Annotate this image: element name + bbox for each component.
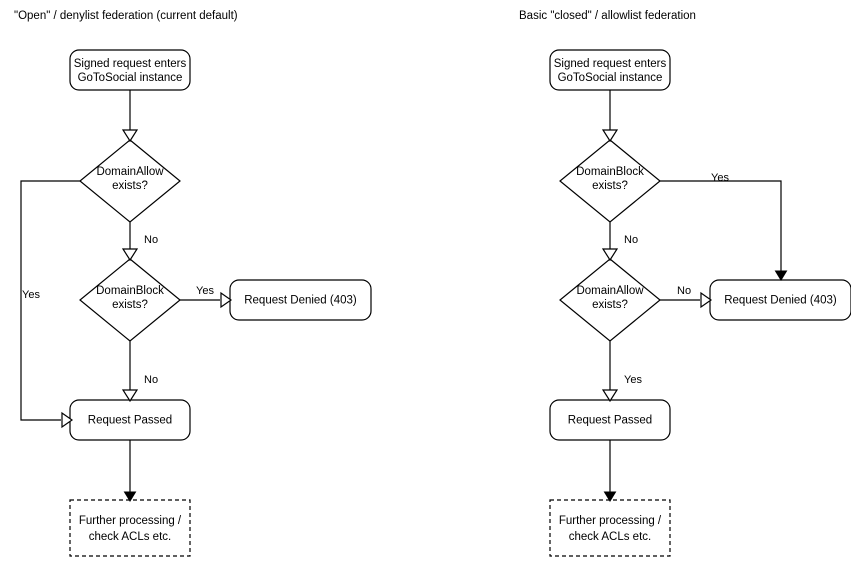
right-edge-label-block-no: No (624, 234, 638, 246)
left-further-shape[interactable] (69, 499, 191, 557)
left-further-processing-node[interactable]: Further processing / check ACLs etc. (69, 499, 191, 557)
right-decision1-label-line2: exists? (592, 180, 628, 192)
left-decision-domainallow[interactable]: DomainAllow exists? (79, 139, 181, 223)
right-entry-label-line2: GoToSocial instance (558, 72, 663, 84)
right-decision1-label-line1: DomainBlock (576, 166, 644, 178)
right-entry-node[interactable]: Signed request enters GoToSocial instanc… (549, 49, 671, 91)
right-decision-domainallow[interactable]: DomainAllow exists? (559, 258, 661, 342)
right-denied-label: Request Denied (403) (724, 295, 837, 307)
right-request-passed-node[interactable]: Request Passed (549, 399, 671, 441)
left-request-passed-node[interactable]: Request Passed (69, 399, 191, 441)
left-edge-decision2-yes: Yes (180, 285, 233, 309)
right-arrow-entry-decision1 (601, 129, 619, 143)
right-decision2-label-line1: DomainAllow (576, 285, 644, 297)
right-edge-decision2-no: No (660, 285, 713, 309)
left-further-label-line1: Further processing / (79, 515, 182, 527)
left-passed-label: Request Passed (88, 415, 172, 427)
right-passed-label: Request Passed (568, 415, 652, 427)
right-request-denied-node[interactable]: Request Denied (403) (709, 279, 851, 321)
left-edge-entry-to-decision1 (121, 90, 139, 143)
left-edge-label-allow-yes: Yes (22, 289, 40, 301)
left-edge-decision1-yes: Yes (20, 180, 80, 429)
left-edge-passed-to-further (123, 440, 137, 502)
panel-title-left: "Open" / denylist federation (current de… (14, 10, 238, 22)
right-further-label-line1: Further processing / (559, 515, 662, 527)
right-edge-label-allow-no: No (677, 285, 691, 297)
right-decision-domainblock[interactable]: DomainBlock exists? (559, 139, 661, 223)
left-decision1-label-line2: exists? (112, 180, 148, 192)
right-edge-label-block-yes: Yes (711, 172, 729, 184)
right-entry-label-line1: Signed request enters (554, 58, 667, 70)
left-arrow-yes-to-passed (61, 411, 74, 429)
left-edge-label-block-yes: Yes (196, 285, 214, 297)
left-decision1-label-line1: DomainAllow (96, 166, 164, 178)
left-edge-label-allow-no: No (144, 234, 158, 246)
right-further-shape[interactable] (549, 499, 671, 557)
left-edge-decision1-no: No (121, 222, 158, 262)
right-further-processing-node[interactable]: Further processing / check ACLs etc. (549, 499, 671, 557)
panel-title-right: Basic "closed" / allowlist federation (519, 10, 696, 22)
right-edge-label-allow-yes: Yes (624, 374, 642, 386)
right-arrow-allow-yes-passed (601, 389, 619, 403)
left-arrow-block-yes-denied (220, 291, 233, 309)
right-edge-entry-to-decision1 (601, 90, 619, 143)
left-edge-label-block-no: No (144, 374, 158, 386)
right-edge-decision2-yes: Yes (601, 341, 642, 403)
left-decision-domainblock[interactable]: DomainBlock exists? (79, 258, 181, 342)
right-edge-decision1-yes: Yes (660, 172, 788, 281)
right-arrow-block-yes-denied (774, 270, 788, 281)
right-edge-decision1-no: No (601, 222, 638, 262)
right-arrow-allow-no-denied (700, 291, 713, 309)
left-further-label-line2: check ACLs etc. (89, 531, 171, 543)
left-entry-label-line1: Signed request enters (74, 58, 187, 70)
right-arrow-decision1-decision2 (601, 248, 619, 262)
left-edge-decision2-no: No (121, 341, 158, 403)
right-edge-passed-to-further (603, 440, 617, 502)
left-entry-label-line2: GoToSocial instance (78, 72, 183, 84)
left-arrow-decision1-decision2 (121, 248, 139, 262)
left-request-denied-node[interactable]: Request Denied (403) (229, 279, 372, 321)
left-decision2-label-line1: DomainBlock (96, 285, 164, 297)
left-entry-node[interactable]: Signed request enters GoToSocial instanc… (69, 49, 191, 91)
left-arrow-passed-further (123, 491, 137, 502)
right-decision2-label-line2: exists? (592, 299, 628, 311)
left-decision2-label-line2: exists? (112, 299, 148, 311)
left-arrow-block-no-passed (121, 389, 139, 403)
right-arrow-passed-further (603, 491, 617, 502)
left-arrow-entry-decision1 (121, 129, 139, 143)
right-further-label-line2: check ACLs etc. (569, 531, 651, 543)
left-denied-label: Request Denied (403) (244, 295, 357, 307)
